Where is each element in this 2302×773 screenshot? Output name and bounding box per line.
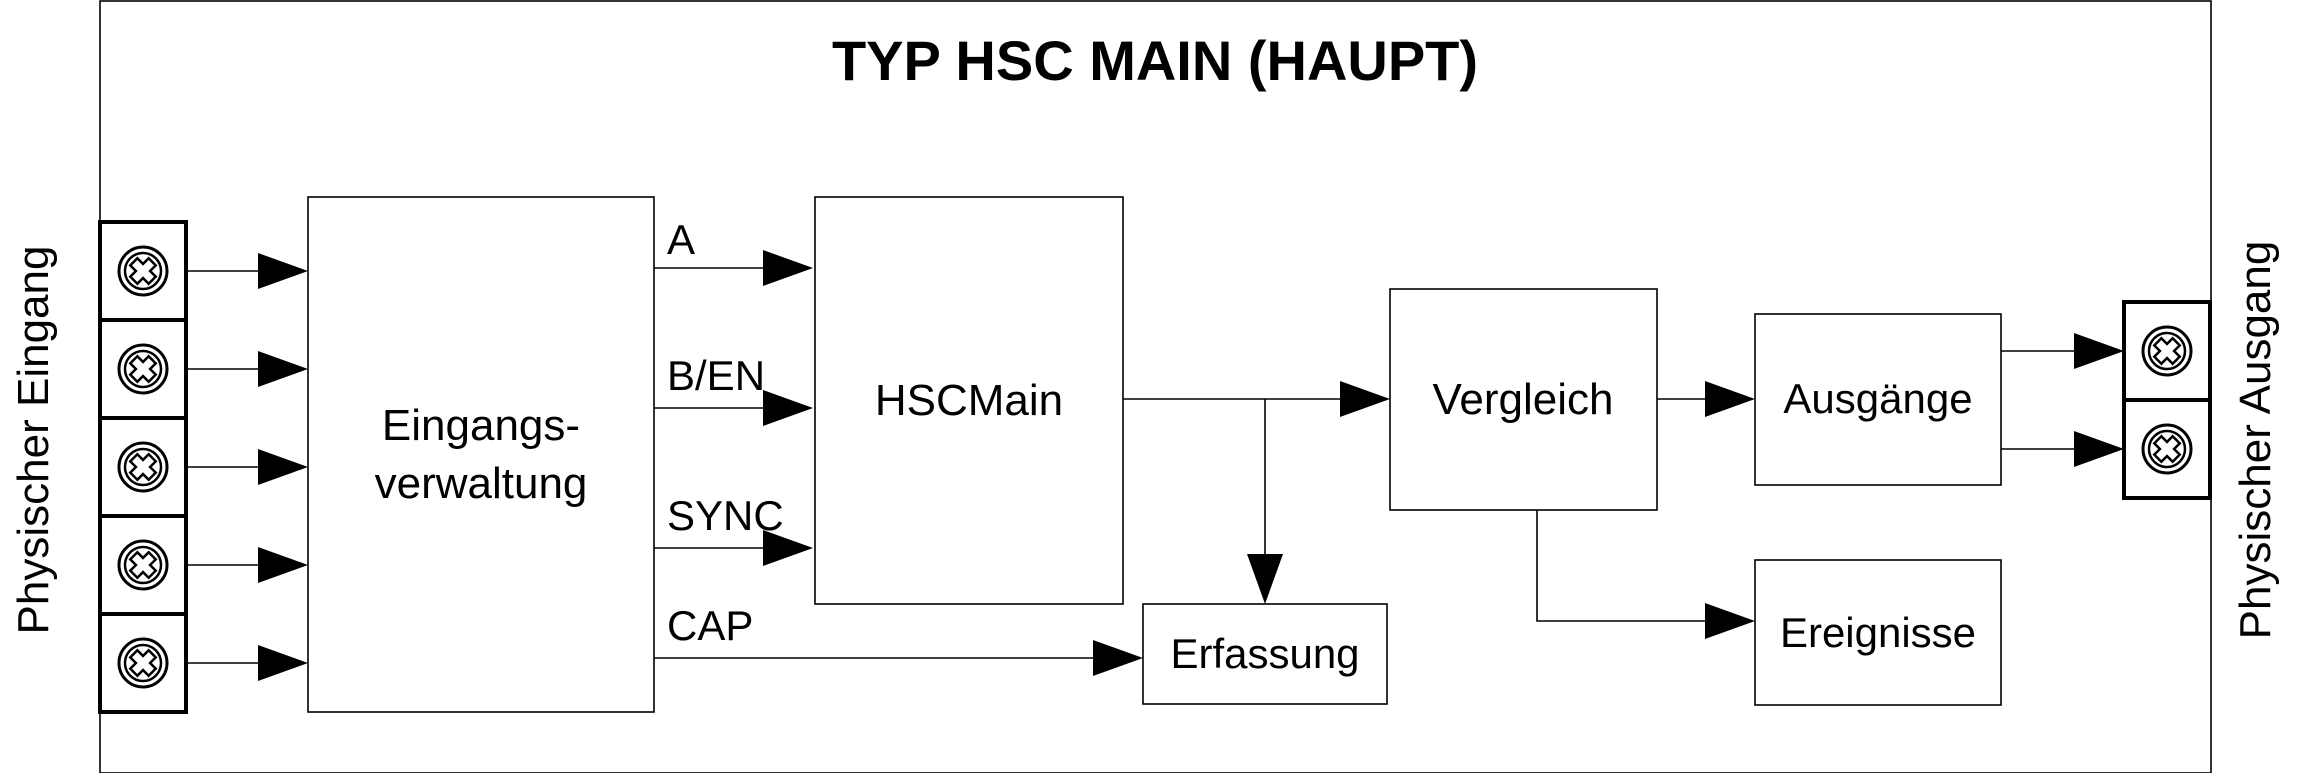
arrowhead-icon	[763, 390, 813, 426]
arrowhead-icon	[1247, 554, 1283, 604]
input-management-block	[307, 196, 655, 713]
arrowhead-icon	[1340, 381, 1390, 417]
hsc-main-block	[814, 196, 1124, 605]
arrowhead-icon	[1705, 603, 1755, 639]
arrowhead-icon	[258, 547, 308, 583]
arrowhead-icon	[258, 253, 308, 289]
output-wires	[2001, 333, 2124, 467]
screw-terminal-icon	[117, 245, 169, 297]
arrowhead-icon	[258, 351, 308, 387]
output-terminal-strip	[2122, 300, 2212, 500]
outputs-block	[1754, 313, 2002, 486]
signal-b-en-label: B/EN	[667, 352, 765, 399]
input-management-label-line1: Eingangs-	[382, 401, 580, 450]
screw-terminal-icon	[117, 539, 169, 591]
screw-terminal-icon	[2141, 325, 2193, 377]
arrowhead-icon	[763, 250, 813, 286]
compare-label: Vergleich	[1432, 375, 1613, 424]
input-management-label-line2: verwaltung	[375, 459, 588, 508]
signal-wires	[654, 250, 1143, 676]
arrowhead-icon	[763, 530, 813, 566]
arrowhead-icon	[1093, 640, 1143, 676]
arrowhead-icon	[2074, 333, 2124, 369]
arrowhead-icon	[2074, 431, 2124, 467]
physical-output-label: Physischer Ausgang	[2231, 241, 2280, 640]
signal-sync-label: SYNC	[667, 492, 784, 539]
screw-terminal-icon	[117, 441, 169, 493]
diagram-title: TYP HSC MAIN (HAUPT)	[832, 29, 1478, 92]
outputs-label: Ausgänge	[1783, 375, 1972, 422]
screw-terminal-icon	[117, 343, 169, 395]
input-wires	[186, 253, 308, 681]
compare-block	[1389, 288, 1658, 511]
arrowhead-icon	[258, 645, 308, 681]
physical-input-label: Physischer Eingang	[9, 246, 58, 635]
hsc-main-label: HSCMain	[875, 376, 1063, 425]
arrowhead-icon	[1705, 381, 1755, 417]
hsc-main-output-wires	[1123, 381, 1390, 604]
capture-label: Erfassung	[1170, 630, 1359, 677]
capture-block	[1142, 603, 1388, 705]
events-block	[1754, 559, 2002, 706]
arrowhead-icon	[258, 449, 308, 485]
screw-terminal-icon	[2141, 423, 2193, 475]
signal-a-label: A	[667, 216, 695, 263]
input-terminal-strip	[98, 220, 188, 714]
screw-terminal-icon	[117, 637, 169, 689]
events-label: Ereignisse	[1780, 609, 1976, 656]
compare-output-wires	[1536, 381, 1755, 639]
signal-cap-label: CAP	[667, 602, 753, 649]
